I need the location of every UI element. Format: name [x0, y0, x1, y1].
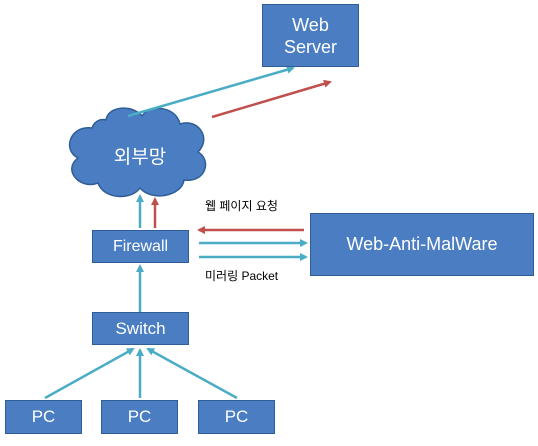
mirroring-label: 미러링 Packet [205, 269, 279, 283]
arrow-pc1-to-switch [44, 347, 135, 400]
web-server-node: Web Server [262, 4, 359, 67]
switch-node: Switch [92, 312, 189, 345]
arrow-cloud-to-webserver [127, 65, 295, 118]
web-request-label: 웹 페이지 요청 [205, 199, 278, 213]
firewall-node: Firewall [92, 230, 189, 263]
pc-node-3: PC [198, 400, 275, 434]
arrow-request-to-webserver [211, 79, 332, 119]
pc-node-2: PC [101, 400, 178, 434]
cloud-shape [68, 107, 207, 198]
pc-node-1: PC [5, 400, 82, 434]
anti-malware-node: Web-Anti-MalWare [310, 213, 534, 276]
external-network-label: 외부망 [113, 146, 167, 168]
arrow-pc3-to-switch [146, 347, 238, 400]
